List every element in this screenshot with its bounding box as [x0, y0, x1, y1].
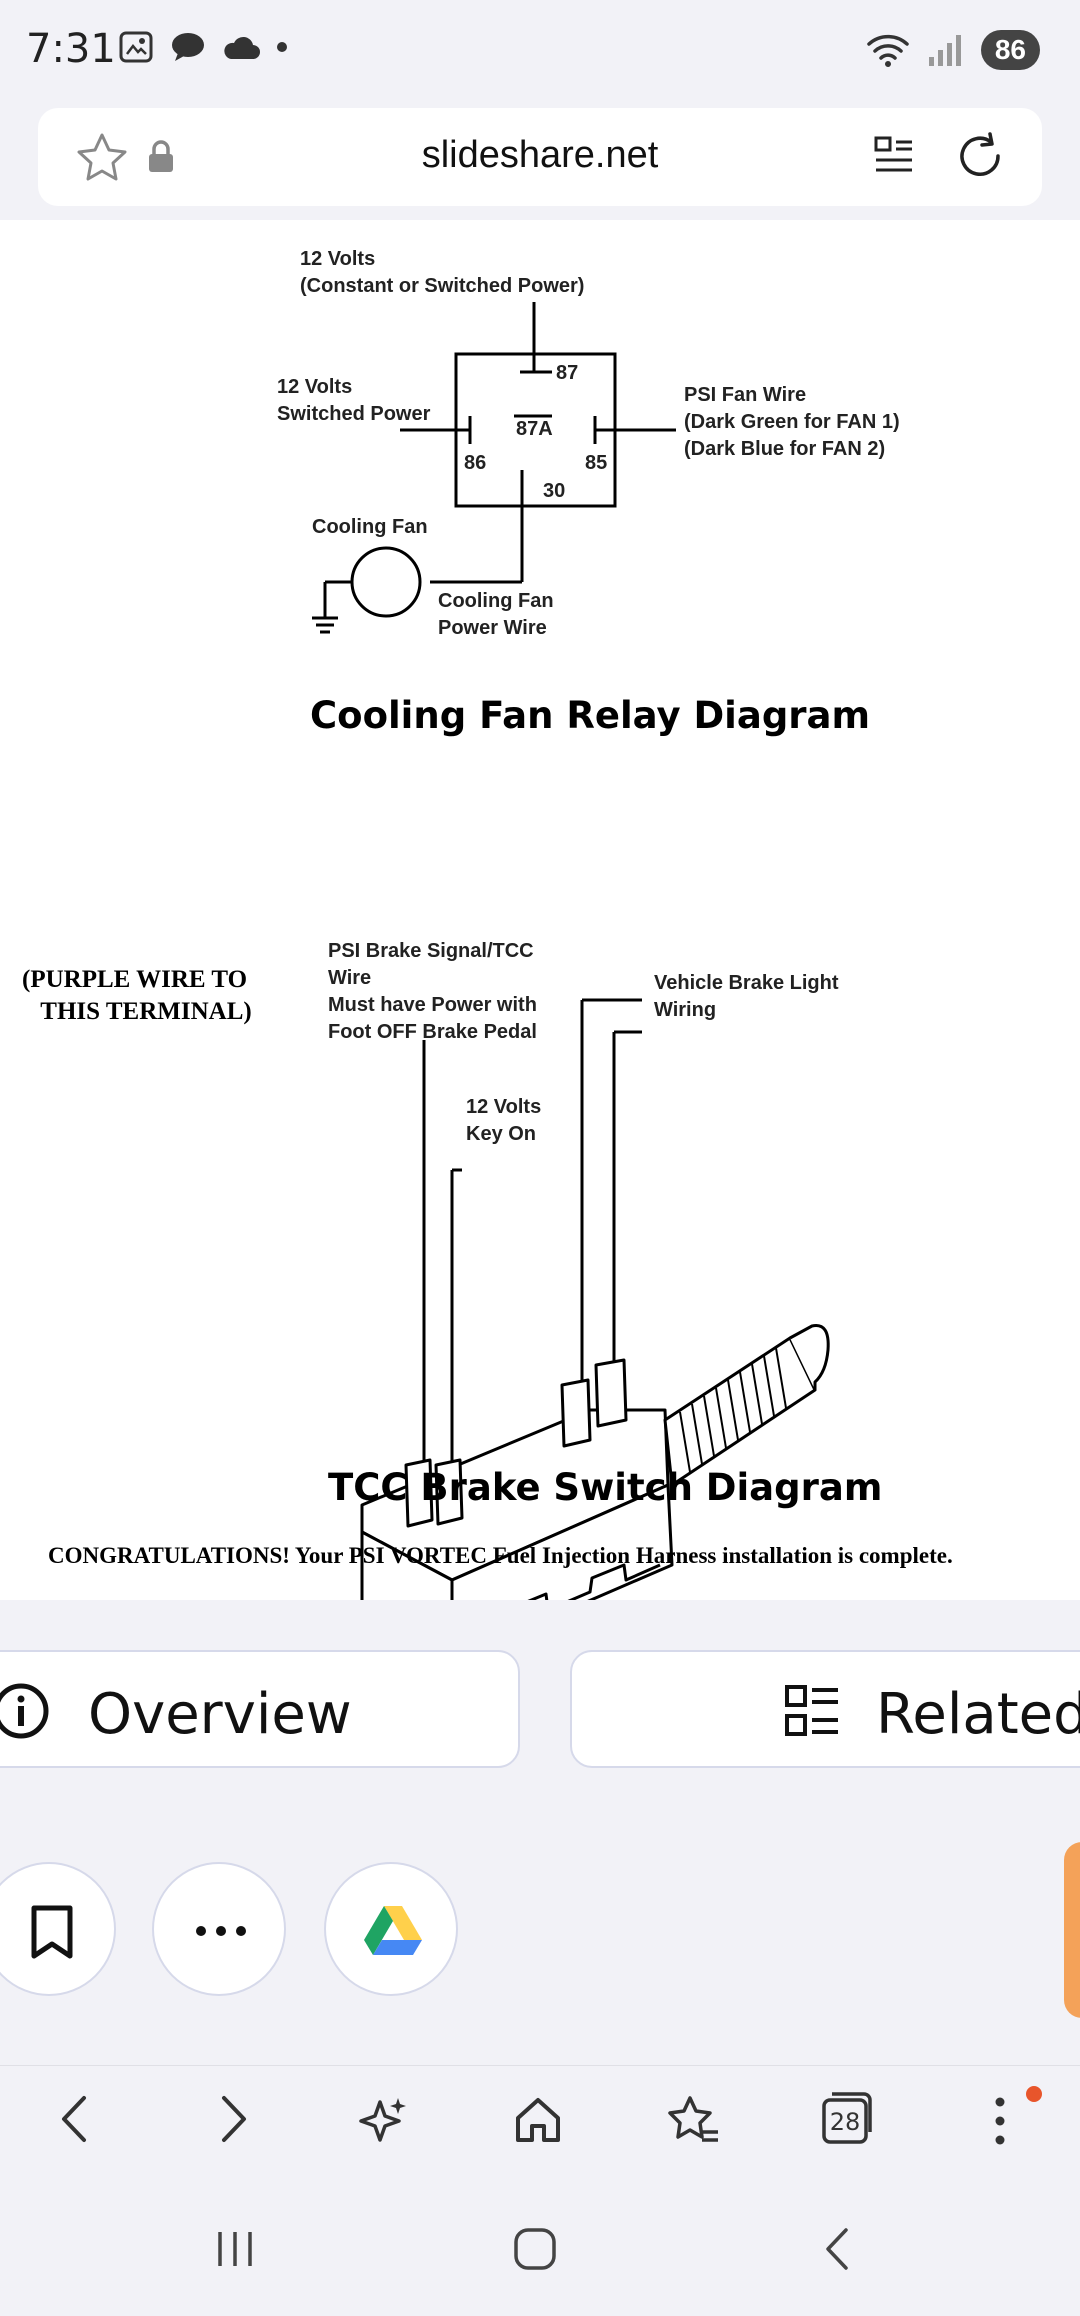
wifi-icon [867, 34, 909, 67]
label-12v-constant: 12 Volts (Constant or Switched Power) [300, 248, 585, 297]
chat-bubble-icon [172, 33, 204, 61]
status-icons-right: 86 [867, 30, 1040, 70]
browser-bottom-nav: 28 [0, 2065, 1080, 2176]
menu-icon[interactable] [990, 2094, 1010, 2148]
purple-wire-note: (PURPLE WIRE TO THIS TERMINAL) [22, 966, 252, 1025]
forward-icon[interactable] [212, 2094, 252, 2144]
label-brake-light-wiring: Vehicle Brake Light Wiring [654, 972, 839, 1021]
reload-icon[interactable] [954, 130, 1006, 182]
label-psi-brake-signal: PSI Brake Signal/TCC Wire Must have Powe… [328, 940, 537, 1043]
status-bar: 7:31 86 [0, 0, 1080, 100]
relay-diagram [312, 302, 676, 634]
tab-overview-label: Overview [88, 1682, 352, 1747]
status-icons-left [118, 30, 288, 64]
brake-diagram-title: TCC Brake Switch Diagram [328, 1466, 883, 1509]
tab-count: 28 [829, 2108, 861, 2136]
pin-87: 87 [556, 362, 579, 384]
url-bar[interactable]: slideshare.net [38, 108, 1042, 206]
label-12v-key-on: 12 Volts Key On [466, 1096, 542, 1145]
system-back-icon[interactable] [820, 2226, 854, 2272]
system-nav-bar [0, 2190, 1080, 2316]
pin-85: 85 [585, 452, 608, 474]
dot-icon [277, 42, 287, 52]
label-cooling-fan: Cooling Fan [312, 516, 428, 538]
cloud-icon [224, 36, 260, 59]
lock-icon [149, 140, 173, 172]
label-fan-power-wire: Cooling Fan Power Wire [438, 590, 554, 639]
relay-diagram-title: Cooling Fan Relay Diagram [310, 694, 871, 737]
pin-86: 86 [464, 452, 487, 474]
label-psi-fan-wire: PSI Fan Wire (Dark Green for FAN 1) (Dar… [684, 384, 900, 460]
info-icon [0, 1683, 49, 1739]
reader-mode-icon[interactable] [872, 134, 916, 178]
list-icon [785, 1685, 838, 1736]
more-options-button[interactable] [152, 1862, 286, 1996]
tab-related-label: Related [876, 1682, 1080, 1747]
home-icon[interactable] [512, 2094, 564, 2146]
side-panel-handle[interactable] [1064, 1842, 1080, 2018]
back-icon[interactable] [56, 2094, 96, 2144]
bookmark-icon [31, 1905, 73, 1959]
recent-apps-icon[interactable] [214, 2228, 256, 2270]
slide-content: 12 Volts (Constant or Switched Power) 12… [0, 220, 1080, 1600]
signal-icon [928, 35, 961, 66]
tab-related[interactable]: Related [570, 1650, 1080, 1768]
ai-sparkle-icon[interactable] [358, 2094, 410, 2146]
star-icon[interactable] [76, 132, 128, 182]
tab-overview[interactable]: Overview [0, 1650, 520, 1768]
google-drive-button[interactable] [324, 1862, 458, 1996]
favorites-icon[interactable] [666, 2094, 720, 2146]
pin-87a: 87A [516, 418, 553, 440]
url-text[interactable]: slideshare.net [421, 134, 659, 176]
tabs-button[interactable]: 28 [820, 2090, 872, 2146]
brake-switch-illustration [360, 998, 830, 1600]
battery-level: 86 [980, 30, 1040, 70]
tabs-icon [822, 2092, 872, 2144]
pin-30: 30 [543, 480, 566, 502]
google-drive-icon [364, 1906, 422, 1955]
bookmark-button[interactable] [0, 1862, 116, 1996]
more-icon [196, 1926, 246, 1936]
label-12v-switched: 12 Volts Switched Power [277, 376, 431, 425]
status-time: 7:31 [26, 26, 116, 72]
congratulations-text: CONGRATULATIONS! Your PSI VORTEC Fuel In… [48, 1543, 953, 1568]
notification-dot [1026, 2086, 1042, 2102]
screenshot-icon [119, 31, 153, 63]
system-home-icon[interactable] [512, 2226, 558, 2272]
